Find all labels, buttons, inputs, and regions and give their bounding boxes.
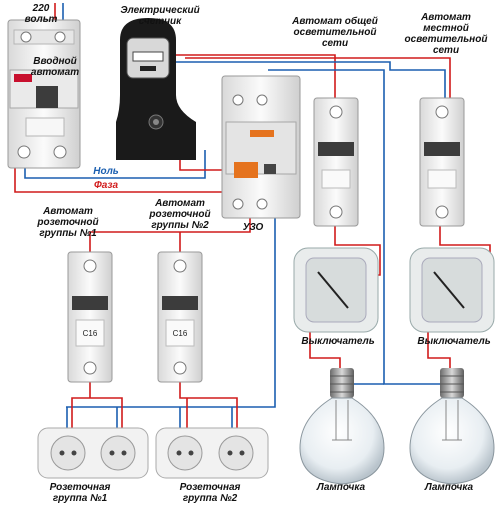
rcd-neutral-to-sockets bbox=[66, 218, 276, 408]
breaker-rating-label: C16 bbox=[83, 329, 98, 338]
socket-breaker-1-label: Автомат розеточной группы №1 bbox=[37, 206, 99, 239]
lamp-1-label: Лампочка bbox=[316, 482, 366, 493]
neutral-bus-wire bbox=[24, 150, 206, 179]
rcd-label: УЗО bbox=[242, 222, 264, 233]
phase-label: Фаза bbox=[93, 180, 119, 191]
electric-meter bbox=[116, 18, 196, 160]
lamp-1 bbox=[299, 368, 385, 485]
breaker1-to-sockets bbox=[71, 380, 123, 432]
breaker-rating-label: C16 bbox=[173, 329, 188, 338]
toggle-lever-icon bbox=[72, 296, 108, 310]
socket-block-1 bbox=[37, 427, 149, 479]
neutral-label: Ноль bbox=[93, 166, 119, 177]
light-switch-2 bbox=[409, 247, 495, 333]
breaker-socket-group-2: C16 bbox=[157, 251, 203, 383]
input-breaker-label: Вводной автомат bbox=[30, 56, 80, 78]
rcd-device bbox=[221, 75, 301, 219]
light-switch-1 bbox=[293, 247, 379, 333]
socket-group-1-label: Розеточная группа №1 bbox=[49, 482, 111, 504]
socket-group-2-label: Розеточная группа №2 bbox=[179, 482, 241, 504]
supply-label: 220 вольт bbox=[24, 3, 58, 25]
local-light-breaker-label: Автомат местной осветительной сети bbox=[404, 12, 488, 56]
rcd-neutral-to-lamps bbox=[268, 69, 455, 385]
breaker-socket-group-1: C16 bbox=[67, 251, 113, 383]
toggle-lever-icon bbox=[162, 296, 198, 310]
general-light-breaker-label: Автомат общей осветительной сети bbox=[292, 16, 378, 49]
switch-2-label: Выключатель bbox=[417, 336, 491, 347]
toggle-lever-icon bbox=[36, 86, 58, 108]
rcd-toggle-icon bbox=[234, 162, 258, 178]
meter-label: Электрический счетчик bbox=[120, 5, 200, 27]
toggle-lever-icon bbox=[318, 142, 354, 156]
rcd-phase-to-socket-breakers bbox=[89, 218, 251, 255]
abb-logo-icon bbox=[14, 74, 32, 82]
switch-1-label: Выключатель bbox=[301, 336, 375, 347]
input-breaker bbox=[7, 19, 81, 169]
meter-to-rcd-neutral bbox=[175, 54, 336, 98]
socket-breaker-2-label: Автомат розеточной группы №2 bbox=[149, 198, 211, 231]
lamp-2-label: Лампочка bbox=[424, 482, 474, 493]
meter-to-local-light bbox=[175, 61, 446, 98]
breaker2-to-sockets bbox=[179, 380, 238, 432]
breaker-general-light bbox=[313, 97, 359, 227]
toggle-lever-icon bbox=[424, 142, 460, 156]
lamp-2 bbox=[409, 368, 495, 485]
socket-block-2 bbox=[155, 427, 269, 479]
breaker-local-light bbox=[419, 97, 465, 227]
test-button-icon bbox=[264, 164, 276, 174]
